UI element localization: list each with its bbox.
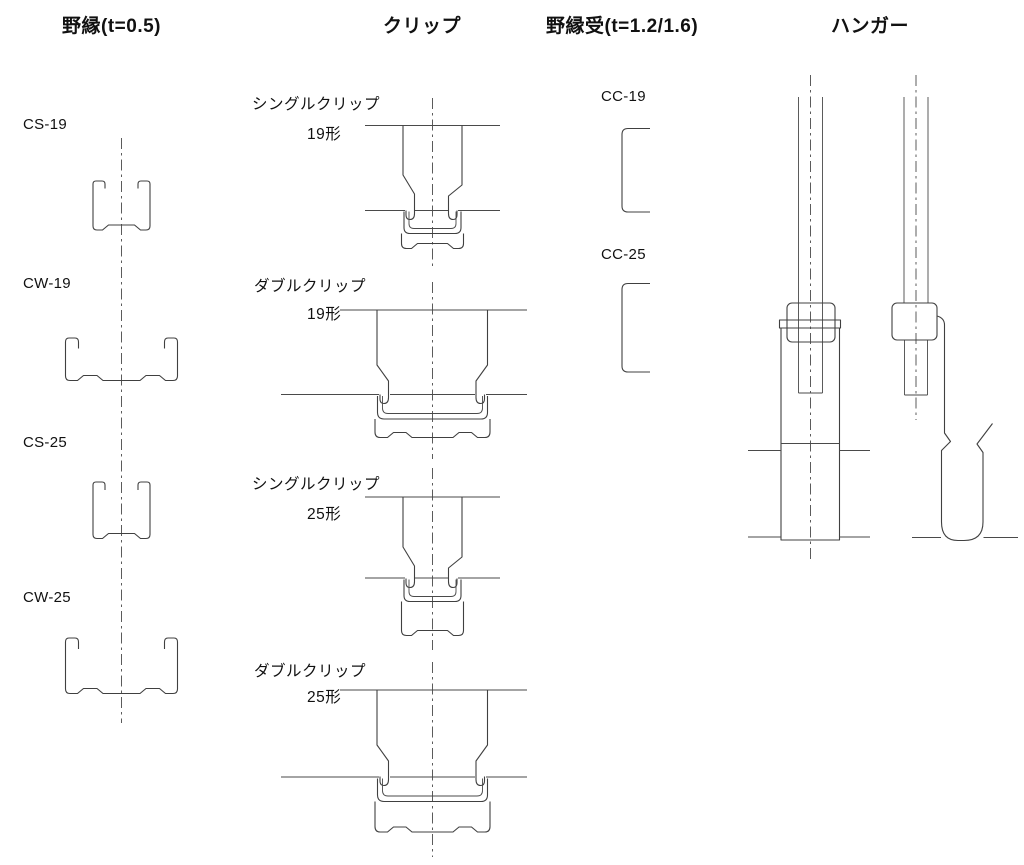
part-label-cc25: CC-25 <box>601 246 646 263</box>
part-label-cc19: CC-19 <box>601 88 646 105</box>
hanger-front-view <box>748 75 870 563</box>
cs-25-profile <box>92 481 151 540</box>
cc-25-profile <box>621 282 650 373</box>
hanger-side-view <box>891 75 1018 542</box>
part-label-cw25: CW-25 <box>23 589 71 606</box>
cs-19-profile <box>92 180 151 231</box>
double-clip-19-drawing <box>281 282 527 459</box>
part-label-double-clip-19: ダブルクリップ <box>254 278 367 295</box>
part-label-cs25: CS-25 <box>23 434 68 451</box>
double-clip-25-drawing <box>281 662 527 857</box>
part-label-single-clip-25-size: 25形 <box>307 506 342 523</box>
part-label-double-clip-25-size: 25形 <box>307 689 342 706</box>
part-label-double-clip-25: ダブルクリップ <box>254 663 367 680</box>
cw-25-profile <box>64 637 179 695</box>
column-title-hanger: ハンガー <box>831 16 910 37</box>
single-clip-25-drawing <box>365 468 500 650</box>
part-label-cs19: CS-19 <box>23 116 68 133</box>
part-label-single-clip-19: シングルクリップ <box>252 96 381 113</box>
cc-19-profile <box>621 127 650 213</box>
part-label-single-clip-19-size: 19形 <box>307 126 342 143</box>
part-label-cw19: CW-19 <box>23 275 71 292</box>
cw-19-profile <box>64 337 179 382</box>
column-title-clip: クリップ <box>383 16 462 37</box>
column-title-nobuchi: 野縁(t=0.5) <box>62 16 161 37</box>
column-title-nobuchiuke: 野縁受(t=1.2/1.6) <box>546 16 699 37</box>
part-label-single-clip-25: シングルクリップ <box>252 476 381 493</box>
part-label-double-clip-19-size: 19形 <box>307 306 342 323</box>
single-clip-19-drawing <box>365 98 500 268</box>
